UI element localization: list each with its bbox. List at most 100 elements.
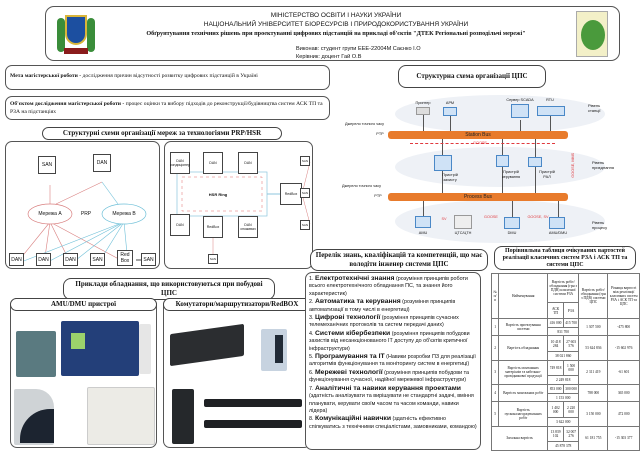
item-text: (здатність ефективно спілкуватись з техн… bbox=[309, 416, 477, 430]
protection-device-icon bbox=[434, 155, 452, 171]
table-cell: Вартість монтажних робіт bbox=[498, 384, 549, 403]
table-cell: 32 007 276 bbox=[562, 425, 580, 443]
structure-diagram: Принтер АРМ Сервер SCADA RTU Рівень стан… bbox=[330, 95, 640, 245]
time-source-label-2: Джерело точного часу bbox=[342, 184, 382, 188]
scada-server-label: Сервер SCADA bbox=[506, 98, 534, 102]
item-heading: Цифрові технології bbox=[315, 314, 381, 322]
competence-item: 7. Аналітичні та навики керування проект… bbox=[309, 385, 477, 416]
dan-node: DAN споживач bbox=[238, 216, 258, 238]
amu-dmu-label: AMU/DMU bbox=[548, 231, 568, 235]
comparison-title: Порівняльна таблиця очікуваних вартостей… bbox=[494, 246, 636, 270]
university-name: НАЦІОНАЛЬНИЙ УНІВЕРСИТЕТ БІОРЕСУРСІВ І П… bbox=[203, 21, 469, 28]
table-cell: 1 153 000 bbox=[547, 392, 580, 403]
rack-switch-photo bbox=[204, 399, 302, 407]
anniversary-logo bbox=[576, 11, 608, 57]
object-text: процес оцінки та вибору підходів до реко… bbox=[10, 101, 323, 115]
time-source-label: Джерело точного часу bbox=[345, 122, 385, 126]
goal-box: Мета магістерської роботи - дослідження … bbox=[5, 65, 330, 90]
ministry-name: МІНІСТЕРСТВО ОСВІТИ І НАУКИ УКРАЇНИ bbox=[270, 12, 402, 19]
item-number: 8. bbox=[309, 416, 315, 423]
device-photo bbox=[16, 331, 56, 377]
competence-item: 5. Програмування та ІТ (Навики розробки … bbox=[309, 353, 477, 369]
dmu-icon bbox=[504, 217, 520, 229]
item-text: (розуміння принципів роботи всього елект… bbox=[309, 276, 468, 297]
table-cell: 38 021 860 bbox=[547, 351, 580, 361]
col-name: Найменування bbox=[498, 272, 549, 320]
san-node: SAN bbox=[208, 254, 218, 264]
dan-node: DAN bbox=[9, 253, 24, 266]
goose-process-label: GOOSE bbox=[484, 215, 498, 219]
table-cell: Вартість обладнання bbox=[498, 335, 549, 361]
table-cell: 416 000 bbox=[547, 318, 564, 328]
process-level-label: Рівень процесу bbox=[592, 220, 608, 230]
san-node: SAN bbox=[300, 220, 310, 230]
supervisor: Керівник: доцент Гай О.В bbox=[296, 54, 362, 60]
dmu-label: DMU bbox=[507, 231, 517, 235]
switches-title: Комутатори/маршрутизатори/RedBOX bbox=[163, 298, 311, 311]
workstation-icon bbox=[443, 107, 457, 116]
device-photo bbox=[14, 389, 54, 445]
item-heading: Системи кібербезпеки bbox=[315, 329, 391, 337]
col-cps: Вартість робіт/ обладнання (грн з ПДВ) с… bbox=[578, 272, 609, 320]
table-cell: 788 000 bbox=[578, 384, 609, 403]
item-text: (Навики розробки ПЗ для реалізації алгор… bbox=[309, 354, 476, 368]
goal-label: Мета магістерської роботи - bbox=[10, 73, 82, 79]
table-cell: 472 000 bbox=[607, 401, 640, 427]
item-heading: Комунікаційні навички bbox=[315, 415, 392, 423]
table-cell: 1 307 500 bbox=[578, 318, 609, 337]
station-bus: Station Bus bbox=[388, 131, 568, 139]
poster-title: Обґрунтування технічних рішень при проек… bbox=[146, 30, 526, 37]
san-node: SAN bbox=[300, 188, 310, 198]
protection-device-label: Пристрій захисту bbox=[442, 173, 458, 182]
ptp-label: PTP bbox=[376, 132, 384, 136]
table-cell: -475 800 bbox=[607, 318, 640, 337]
table-cell: 10 418 284 bbox=[547, 335, 564, 353]
redbox-photo bbox=[261, 329, 287, 371]
item-heading: Електротехнічні знання bbox=[315, 275, 395, 282]
control-device-icon bbox=[496, 155, 509, 167]
ral-device-label: Пристрій РАЛ bbox=[539, 170, 555, 179]
redbox-node: Red Box bbox=[117, 250, 133, 266]
competence-item: 8. Комунікаційні навички (здатність ефек… bbox=[309, 415, 477, 431]
table-cell: 3 150 000 bbox=[578, 401, 609, 427]
table-cell: 300 000 bbox=[562, 384, 580, 394]
device-photo bbox=[61, 321, 139, 376]
competence-item: 4. Системи кібербезпеки (розуміння принц… bbox=[309, 330, 477, 353]
table-cell: 415 700 bbox=[562, 318, 580, 328]
item-heading: Аналітичні та навики керування проектами bbox=[315, 384, 461, 392]
item-number: 3. bbox=[309, 315, 315, 322]
table-cell: 4 bbox=[490, 384, 500, 403]
printer-label: Принтер bbox=[415, 101, 431, 105]
item-text: (розуміння принципів побудови захистів в… bbox=[309, 330, 470, 352]
competence-item: 1. Електротехнічні знання (розуміння при… bbox=[309, 275, 477, 298]
device-photo bbox=[87, 387, 155, 445]
redbox-node: RedBox bbox=[203, 216, 223, 238]
dan-node: DAN bbox=[238, 152, 258, 174]
item-heading: Автоматика та керування bbox=[315, 298, 401, 306]
router-photo bbox=[172, 389, 194, 444]
table-cell: 13 839 102 bbox=[547, 425, 564, 443]
prp-hsr-title: Структурні схеми організації мереж за те… bbox=[42, 127, 282, 140]
table-cell: 2 249 818 bbox=[547, 375, 580, 385]
ct-vt-icon bbox=[454, 215, 472, 229]
competence-item: 6. Мережеві технології (розуміння принци… bbox=[309, 369, 477, 385]
amu-icon bbox=[415, 216, 431, 228]
table-cell: Загальна вартість bbox=[490, 425, 549, 452]
item-heading: Мережеві технології bbox=[315, 368, 383, 376]
item-heading: Програмування та ІТ bbox=[315, 353, 385, 361]
network-b-label: Мережа В bbox=[112, 210, 136, 217]
ral-device-icon bbox=[528, 157, 542, 167]
item-number: 7. bbox=[309, 385, 315, 392]
scada-server-icon bbox=[511, 104, 529, 118]
table-cell: 53 624 836 bbox=[578, 335, 609, 361]
printer-icon bbox=[416, 107, 430, 115]
process-bus: Process Bus bbox=[388, 193, 568, 201]
station-level-label: Рівень станції bbox=[588, 103, 601, 113]
item-number: 1. bbox=[309, 276, 315, 282]
sv-label: SV bbox=[441, 217, 447, 221]
